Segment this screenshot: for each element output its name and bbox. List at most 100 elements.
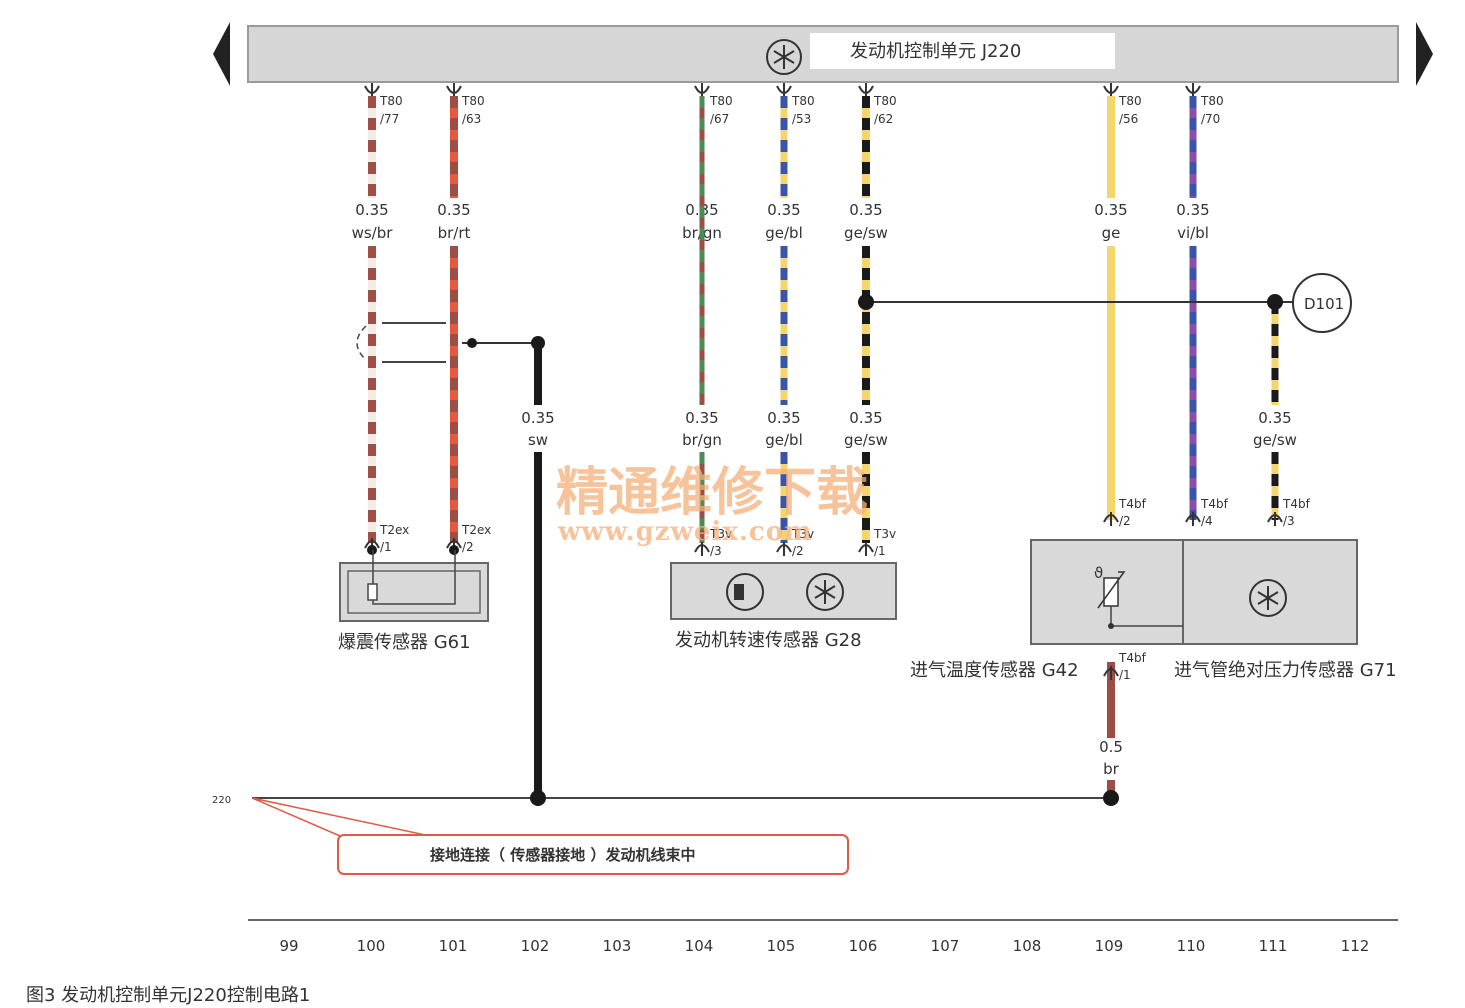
w100-pin-label-1: T80 xyxy=(379,94,403,108)
g42-symbol: ϑ xyxy=(1094,564,1103,582)
connector-8-label-2: /1 xyxy=(1119,668,1131,682)
ruler-label: 107 xyxy=(931,937,960,955)
speed-sensor-g28: 发动机转速传感器 G28 xyxy=(670,562,897,651)
connector-3-label-1: T3v xyxy=(791,527,814,541)
w110-size-label: 0.35 xyxy=(1176,201,1209,219)
w110-pin-label-2: /70 xyxy=(1201,112,1220,126)
ruler-label: 110 xyxy=(1177,937,1206,955)
w105-code-label: ge/bl xyxy=(765,224,803,242)
connector-6-label-1: T4bf xyxy=(1200,497,1229,511)
lower-size-label: 0.35 xyxy=(521,409,554,427)
w100-code-label: ws/br xyxy=(352,224,394,242)
w106-pin-label-1: T80 xyxy=(873,94,897,108)
connector-2-label-1: T3v xyxy=(709,527,732,541)
w104-pin-label-1: T80 xyxy=(709,94,733,108)
ecu-bus: 发动机控制单元 J220 xyxy=(213,22,1433,86)
ruler-label: 111 xyxy=(1259,937,1288,955)
g71-label: 进气管绝对压力传感器 G71 xyxy=(1174,660,1397,681)
lower-code-label: sw xyxy=(528,431,548,449)
ground-group: 220 接地连接（ 传感器接地 ）发动机线束中 xyxy=(212,795,849,875)
w109-code-label: ge xyxy=(1102,224,1121,242)
shield-ground-dot xyxy=(531,336,545,350)
ruler-label: 106 xyxy=(849,937,878,955)
ground-ref: 220 xyxy=(212,795,231,806)
connector-8-label-1: T4bf xyxy=(1118,651,1147,665)
d101-label: D101 xyxy=(1304,295,1344,313)
connector-1-label-1: T2ex xyxy=(461,523,491,537)
ruler-label: 105 xyxy=(767,937,796,955)
w104-pin-label-2: /67 xyxy=(710,112,729,126)
knock-sensor-g61: 爆震传感器 G61 xyxy=(338,550,489,653)
lower-size-label: 0.35 xyxy=(1258,409,1291,427)
g42-label: 进气温度传感器 G42 xyxy=(910,660,1079,681)
connector-2-label-2: /3 xyxy=(710,544,722,558)
ecu-sensor-icon-star xyxy=(773,45,795,69)
connector-0-label-1: T2ex xyxy=(379,523,409,537)
watermark-url: www.gzweix.com xyxy=(557,517,813,547)
junction-dot-111 xyxy=(1267,294,1283,310)
g61-pin2-dot xyxy=(449,545,459,555)
ruler-label: 102 xyxy=(521,937,550,955)
shield-drain-dot xyxy=(467,338,477,348)
connector-5-label-1: T4bf xyxy=(1118,497,1147,511)
ruler-label: 101 xyxy=(439,937,468,955)
ruler-label: 112 xyxy=(1341,937,1370,955)
w101-code-label: br/rt xyxy=(438,224,471,242)
w105-pin-label-2: /53 xyxy=(792,112,811,126)
lower-size-label: 0.35 xyxy=(767,409,800,427)
ground-dot-102 xyxy=(530,790,546,806)
magnet-icon xyxy=(726,573,764,611)
ruler-label: 104 xyxy=(685,937,714,955)
w109-size-label: 0.35 xyxy=(1094,201,1127,219)
connector-1-label-2: /2 xyxy=(462,540,474,554)
ground-label-box xyxy=(337,834,849,875)
w101-pin-label-2: /63 xyxy=(462,112,481,126)
ground-dot-109 xyxy=(1103,790,1119,806)
ruler-label: 100 xyxy=(357,937,386,955)
w101-pin-label-1: T80 xyxy=(461,94,485,108)
connector-7-label-1: T4bf xyxy=(1282,497,1311,511)
g28-sensor-icon xyxy=(806,573,844,611)
ruler-label: 99 xyxy=(279,937,298,955)
w101-size-label: 0.35 xyxy=(437,201,470,219)
connector-4-label-1: T3v xyxy=(873,527,896,541)
connector-6-label-2: /4 xyxy=(1201,514,1213,528)
connector-5-label-2: /2 xyxy=(1119,514,1131,528)
lower-size-label: 0.35 xyxy=(849,409,882,427)
w109-pin-label-2: /56 xyxy=(1119,112,1138,126)
g61-pin1-dot xyxy=(367,545,377,555)
knock-sensor-element-icon xyxy=(367,583,378,601)
ecu-sensor-icon xyxy=(766,39,802,75)
connector-7-label-2: /3 xyxy=(1283,514,1295,528)
lower-code-label: br/gn xyxy=(682,431,722,449)
w110-pin-label-1: T80 xyxy=(1200,94,1224,108)
w106-code-label: ge/sw xyxy=(844,224,888,242)
g71-sensor-icon xyxy=(1249,579,1287,617)
lower-size-label: 0.5 xyxy=(1099,738,1123,756)
watermark-title: 精通维修下载 xyxy=(556,462,868,523)
w109-pin-label-1: T80 xyxy=(1118,94,1142,108)
w100-pin-label-2: /77 xyxy=(380,112,399,126)
w110-code-label: vi/bl xyxy=(1177,224,1209,242)
shield-arc xyxy=(356,325,367,361)
g28-label: 发动机转速传感器 G28 xyxy=(675,630,862,651)
junction-d101: D101 xyxy=(1292,273,1352,333)
w106-size-label: 0.35 xyxy=(849,201,882,219)
connector-4-label-2: /1 xyxy=(874,544,886,558)
g61-label: 爆震传感器 G61 xyxy=(338,632,471,653)
watermark: 精通维修下载 www.gzweix.com xyxy=(556,462,868,547)
lower-code-label: ge/sw xyxy=(1253,431,1297,449)
wires-layer: T80/77 0.35 ws/br T80/63 0.35 br/rt T80/67 0.35… xyxy=(252,82,1311,806)
ruler-label: 109 xyxy=(1095,937,1124,955)
bus-left-arrow xyxy=(213,22,230,86)
w106-pin-label-2: /62 xyxy=(874,112,893,126)
ruler-label: 108 xyxy=(1013,937,1042,955)
w100-size-label: 0.35 xyxy=(355,201,388,219)
ground-label: 接地连接（ 传感器接地 ）发动机线束中 xyxy=(430,846,695,864)
lower-code-label: ge/bl xyxy=(765,431,803,449)
bus-right-arrow xyxy=(1416,22,1433,86)
intake-sensors-g42-g71: ϑ 进气温度传感器 G42 进气管绝对压力传感器 G71 xyxy=(910,539,1397,681)
